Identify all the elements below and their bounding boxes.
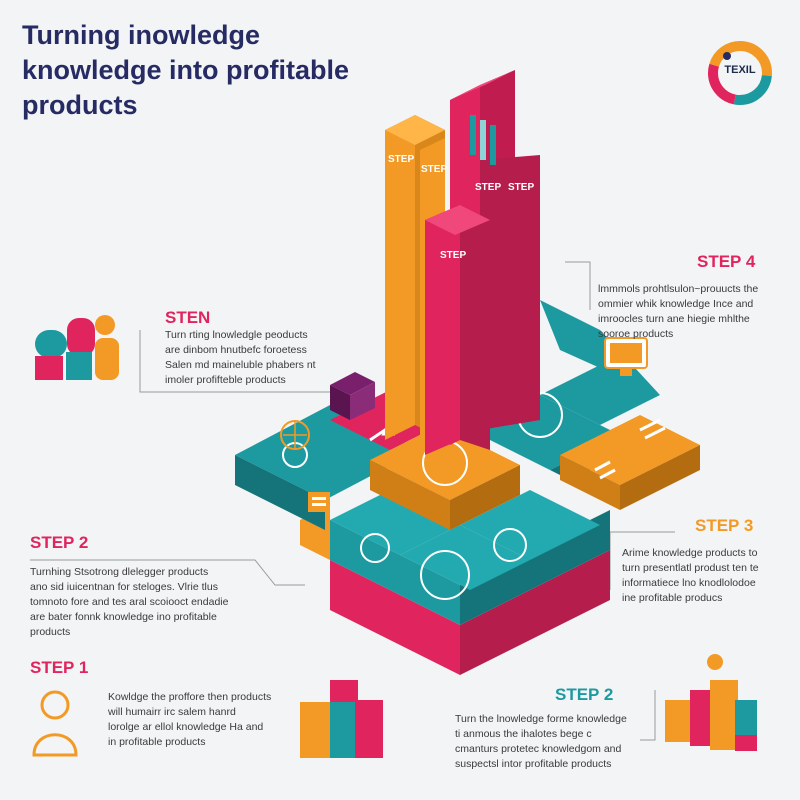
- base-platform: [300, 505, 610, 675]
- logo-text: TEXIL: [724, 64, 756, 76]
- tower-label-4: STEP: [508, 182, 534, 193]
- globe-hand-icon: [280, 420, 310, 450]
- step2-left-line-1: Turnhing Stsotrong dlelegger products: [30, 566, 209, 578]
- step2-left-line-3: tomnoto fore and tes aral scoiooct endad…: [30, 596, 229, 608]
- step1-line-1: Kowldge the proffore then products: [108, 691, 272, 703]
- title-line-3: products: [22, 90, 138, 120]
- tower-label-2: STEP: [421, 164, 447, 175]
- step3-line-3: informatiece lno knodlolodoe: [622, 577, 756, 589]
- step4-line-3: imroocles turn ane hiegie mhlthe: [598, 313, 750, 325]
- step2-left-line-5: products: [30, 626, 71, 638]
- leader-line-sten: [139, 330, 330, 393]
- buildings-icon: [665, 654, 757, 751]
- step1-line-4: in profitable products: [108, 736, 206, 748]
- step3-body: Arime knowledge products to turn present…: [622, 546, 759, 606]
- step2-left-line-4: are bater fonnk knowledge ino profitable: [30, 611, 217, 623]
- tower-pink-front: [425, 205, 490, 455]
- donut-logo-icon: [708, 41, 772, 105]
- step3-line-2: turn presentlatl produst ten te: [622, 562, 759, 574]
- step4-heading: STEP 4: [697, 252, 756, 271]
- team-icon: [35, 315, 119, 380]
- sten-body: Turn rting lnowledgle peoducts are dinbo…: [165, 328, 316, 388]
- sten-line-2: are dinbom hnutbefc foroetess: [165, 344, 307, 356]
- leader-line-step4: [565, 261, 591, 310]
- step2-right-line-4: suspectsl intor profitable products: [455, 758, 612, 770]
- step3-heading: STEP 3: [695, 516, 754, 535]
- title-line-1: Turning inowledge: [22, 20, 260, 50]
- step2-right-line-2: ti anmous the ihalotes bege c: [455, 728, 592, 740]
- title-line-2: knowledge into profitable: [22, 55, 350, 85]
- boxes-icon: [300, 680, 383, 758]
- person-icon: [32, 690, 78, 757]
- step2-left-heading: STEP 2: [30, 533, 89, 552]
- step2-left-line-2: ano sid iuicentnan for steloges. Vlrie t…: [30, 581, 218, 593]
- tower-label-3: STEP: [475, 182, 501, 193]
- brand-logo: TEXIL: [705, 38, 775, 108]
- step4-line-1: lmmmols prohtlsulon~prouucts the: [598, 283, 759, 295]
- leader-line-step2-left: [30, 559, 305, 586]
- leader-line-step2-right: [640, 690, 656, 741]
- monitor-icon: [604, 337, 648, 376]
- middle-platform: [235, 300, 700, 530]
- step4-line-4: sooroe products: [598, 328, 674, 340]
- step2-right-body: Turn the lnowledge forme knowledge ti an…: [455, 712, 627, 772]
- step4-body: lmmmols prohtlsulon~prouucts the ommier …: [598, 282, 758, 342]
- purple-box: [330, 372, 375, 420]
- step1-line-3: lorolge ar ellol knowledge Ha and: [108, 721, 264, 733]
- page-title: Turning inowledge knowledge into profita…: [22, 18, 442, 123]
- step2-right-line-3: cmanturs protetec knowledgom and: [455, 743, 622, 755]
- step4-line-2: ommier whik knowledge Ince and: [598, 298, 754, 310]
- step1-heading: STEP 1: [30, 658, 89, 677]
- sten-line-3: Salen md maineluble phabers nt: [165, 359, 316, 371]
- sten-heading: STEN: [165, 308, 211, 327]
- box-stack-icon: [308, 492, 330, 512]
- step3-line-1: Arime knowledge products to: [622, 547, 758, 559]
- tower-label-1: STEP: [388, 154, 414, 165]
- sten-line-1: Turn rting lnowledgle peoducts: [165, 329, 308, 341]
- step2-right-line-1: Turn the lnowledge forme knowledge: [455, 713, 627, 725]
- step2-right-heading: STEP 2: [555, 685, 614, 704]
- tower-label-5: STEP: [440, 250, 466, 261]
- step3-line-4: ine profitable producs: [622, 592, 723, 604]
- step1-line-2: will humairr irc salem hanrd: [108, 706, 236, 718]
- step1-body: Kowldge the proffore then products will …: [108, 690, 271, 750]
- sten-line-4: imoler profifteble products: [165, 374, 286, 386]
- step2-left-body: Turnhing Stsotrong dlelegger products an…: [30, 565, 228, 640]
